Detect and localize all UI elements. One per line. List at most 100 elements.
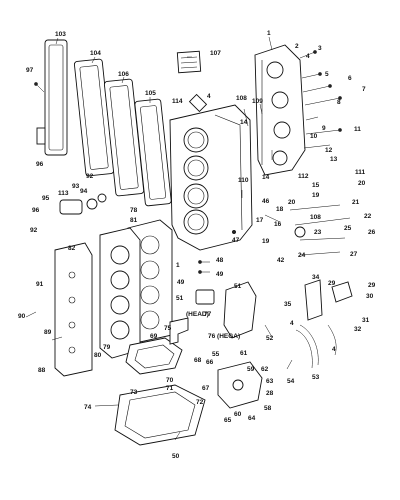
callout-56b: 60 <box>234 411 242 418</box>
callout-28: 26 <box>368 229 376 236</box>
callout-42: 42 <box>277 257 285 264</box>
callout-11: 11 <box>354 126 361 133</box>
callout-63: 66 <box>206 359 214 366</box>
callout-54: 54 <box>287 378 295 385</box>
callout-29a: 27 <box>350 251 358 258</box>
callout-16: 16 <box>274 221 282 228</box>
callout-80: 88 <box>38 367 46 374</box>
callout-46: 47 <box>232 237 240 244</box>
callout-27: 25 <box>344 225 352 232</box>
callout-26: 24 <box>298 252 306 259</box>
callout-74: 77 <box>204 311 212 318</box>
tube-114 <box>327 324 337 356</box>
hose-53 <box>295 324 319 369</box>
callout-35: 34 <box>312 274 320 281</box>
callout-91: 96 <box>32 207 40 214</box>
callout-36: 35 <box>284 301 292 308</box>
callout-57: 61 <box>240 350 248 357</box>
callout-49b: 50 <box>172 453 180 460</box>
callout-109: 112 <box>298 173 309 180</box>
cover-50 <box>195 289 215 305</box>
callout-69: 72 <box>196 399 204 406</box>
callout-33: 31 <box>362 317 370 324</box>
callout-112: 4 <box>290 320 294 327</box>
callout-48: 49 <box>216 271 224 278</box>
decal-93 <box>36 127 46 145</box>
cylinder-head-77 <box>99 227 141 359</box>
callout-14a: 14 <box>240 119 248 126</box>
callout-10: 10 <box>310 133 318 140</box>
callout-89: 94 <box>80 188 88 195</box>
callout-82: 90 <box>18 313 26 320</box>
callout-75: (HEAD) <box>186 311 209 318</box>
callout-113: 4 <box>207 93 211 100</box>
callout-66: 69 <box>150 333 158 340</box>
callout-20: 20 <box>288 199 296 206</box>
callout-78: 81 <box>130 217 138 224</box>
callout-1: 1 <box>267 30 271 37</box>
callout-110: 113 <box>58 190 69 197</box>
callout-106: 110 <box>238 177 249 184</box>
callout-88: 93 <box>72 183 80 190</box>
callout-53: 53 <box>312 374 320 381</box>
fuel-pump-assembly <box>217 361 263 409</box>
gasket-66 <box>125 337 183 375</box>
callout-15: 15 <box>312 182 320 189</box>
adaptor-plate-70 <box>114 384 206 446</box>
bolts-right <box>299 50 342 149</box>
exhaust-gasket-96b <box>134 98 172 207</box>
callout-56a: 59 <box>247 366 255 373</box>
callout-49a: 49 <box>177 279 185 286</box>
callout-60: 63 <box>266 378 274 385</box>
callout-51: 51 <box>234 283 242 290</box>
callout-97: 106 <box>118 71 129 78</box>
head-cover-79 <box>54 242 93 377</box>
callout-18: 18 <box>276 206 284 213</box>
callout-104: 108 <box>236 95 247 102</box>
callout-87: 92 <box>86 173 94 180</box>
callout-108: 108 <box>310 214 321 221</box>
callout-61: 64 <box>248 415 256 422</box>
callout-50: 51 <box>176 295 184 302</box>
callout-72: 75 <box>164 325 172 332</box>
callout-52: 52 <box>266 335 274 342</box>
callout-45: 46 <box>262 198 270 205</box>
callout-3: 3 <box>318 45 322 52</box>
callout-30: 29 <box>328 280 336 287</box>
callout-9: 9 <box>322 125 326 132</box>
thermostat-housing <box>59 193 107 215</box>
link-rods <box>289 204 351 256</box>
callout-95: 103 <box>55 31 66 38</box>
callout-59: 62 <box>261 366 269 373</box>
callout-93: 96 <box>36 161 44 168</box>
callout-23: 21 <box>352 199 360 206</box>
callout-32: 30 <box>366 293 374 300</box>
callout-73: 76 (HEGA) <box>208 333 240 340</box>
callout-111: 114 <box>172 98 183 105</box>
callout-67: 70 <box>166 377 174 384</box>
callout-92: 92 <box>30 227 38 234</box>
callout-81: 89 <box>44 329 52 336</box>
callout-77-head: 80 <box>94 352 102 359</box>
callout-103: 107 <box>210 50 221 57</box>
linkage-35 <box>304 279 323 321</box>
callout-19: 19 <box>262 238 270 245</box>
callout-96b: 105 <box>145 90 156 97</box>
callout-79: 82 <box>68 245 76 252</box>
callout-105: 109 <box>252 98 263 105</box>
callout-34: 32 <box>354 326 362 333</box>
bracket-51 <box>223 281 257 339</box>
tag-103 <box>176 50 202 74</box>
callout-107: 111 <box>355 169 366 176</box>
callout-83: 91 <box>36 281 44 288</box>
leader-lines <box>25 36 293 441</box>
callout-8: 8 <box>337 99 341 106</box>
callout-62: 65 <box>224 417 232 424</box>
callout-13: 13 <box>330 156 338 163</box>
exhaust-plate-96 <box>73 58 115 177</box>
callout-6: 6 <box>348 75 352 82</box>
callout-55: 55 <box>212 351 220 358</box>
callout-5: 5 <box>325 71 329 78</box>
callout-64: 67 <box>202 385 210 392</box>
callout-71: 74 <box>84 404 92 411</box>
